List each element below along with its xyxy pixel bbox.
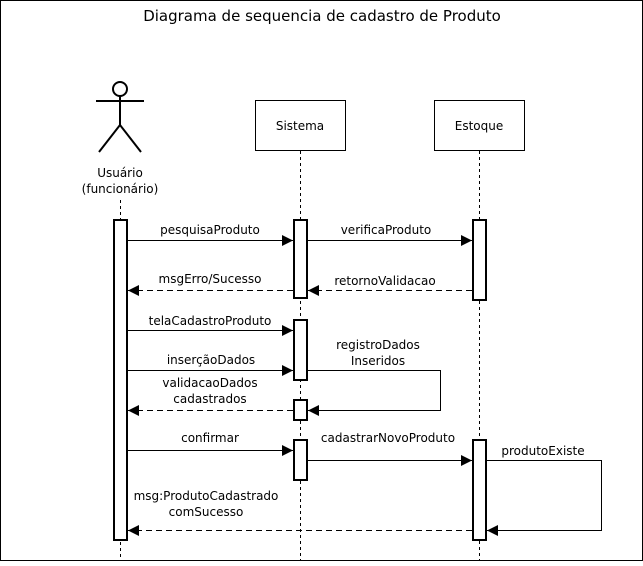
actor-role: (funcionário) [82, 182, 159, 196]
message-label-produtoexiste: produtoExiste [501, 444, 584, 458]
message-arrow-registro [307, 370, 441, 416]
message-label-verifica: verificaProduto [341, 223, 432, 237]
activation-estoque-1 [472, 219, 487, 301]
diagram-title: Diagrama de sequencia de cadastro de Pro… [143, 7, 501, 25]
message-label-tela: telaCadastroProduto [149, 314, 272, 328]
message-label-msgerro: msgErro/Sucesso [159, 272, 262, 286]
message-label-insercao: inserçãoDados [167, 353, 255, 367]
message-label-retorno: retornoValidacao [334, 274, 435, 288]
message-arrow-produtoexiste [486, 460, 602, 536]
message-label-cadastrar: cadastrarNovoProduto [321, 431, 455, 445]
participant-estoque [434, 100, 525, 151]
activation-sistema-2 [293, 319, 308, 381]
message-label-registro-2: Inseridos [351, 354, 405, 368]
activation-actor [113, 219, 128, 541]
activation-estoque-2 [472, 439, 487, 541]
message-label-validacao-2: cadastrados [173, 392, 246, 406]
activation-sistema-3 [293, 399, 308, 421]
activation-sistema-1 [293, 219, 308, 299]
participant-estoque-label: Estoque [455, 119, 504, 133]
participant-sistema [255, 100, 346, 151]
message-label-pesquisa: pesquisaProduto [160, 223, 260, 237]
actor-icon [96, 81, 144, 153]
participant-sistema-label: Sistema [276, 119, 324, 133]
message-label-cadastrado-1: msg:ProdutoCadastrado [134, 489, 279, 503]
activation-sistema-4 [293, 439, 308, 481]
message-label-registro-1: registroDados [336, 338, 420, 352]
message-label-confirmar: confirmar [181, 431, 239, 445]
activations [113, 219, 487, 541]
message-label-validacao-1: validacaoDados [162, 376, 257, 390]
actor-name: Usuário [97, 166, 143, 180]
message-label-cadastrado-2: comSucesso [169, 505, 244, 519]
